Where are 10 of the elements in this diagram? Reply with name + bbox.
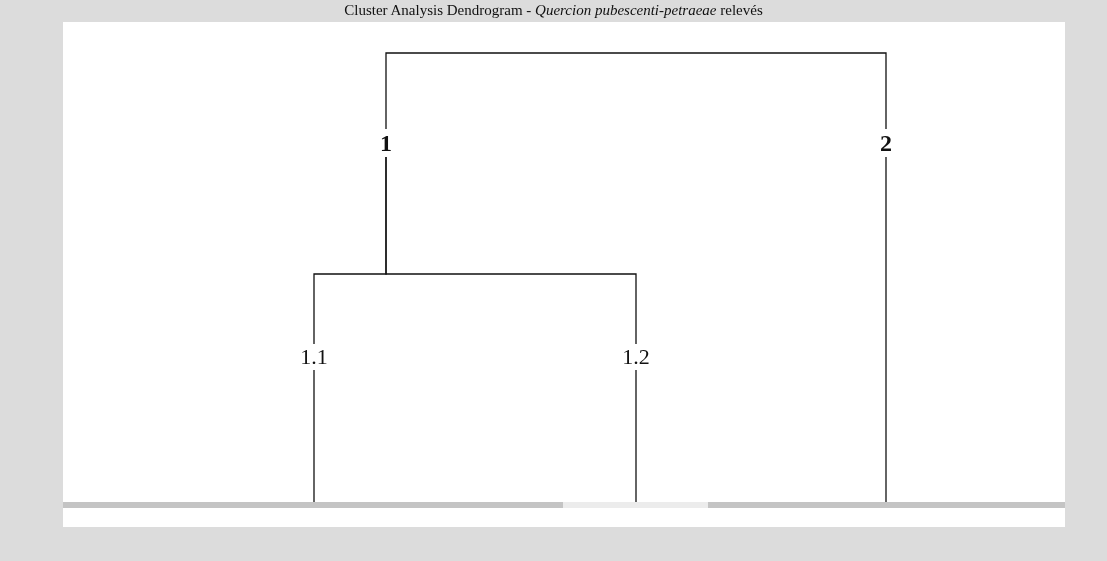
cluster-label: 1.2 — [620, 344, 652, 370]
chart-title: Cluster Analysis Dendrogram - Quercion pubescenti-petraeae relevés — [343, 2, 764, 19]
dendrogram-branch — [385, 156, 637, 345]
cluster-label: 1 — [378, 129, 394, 157]
dendrogram-branch — [313, 369, 315, 503]
cluster-label: 1.1 — [298, 344, 330, 370]
cluster-label: 2 — [878, 129, 894, 157]
dendrogram-branch — [635, 369, 637, 503]
dendrogram-branch — [885, 156, 887, 503]
dendrogram-branch — [385, 52, 887, 130]
